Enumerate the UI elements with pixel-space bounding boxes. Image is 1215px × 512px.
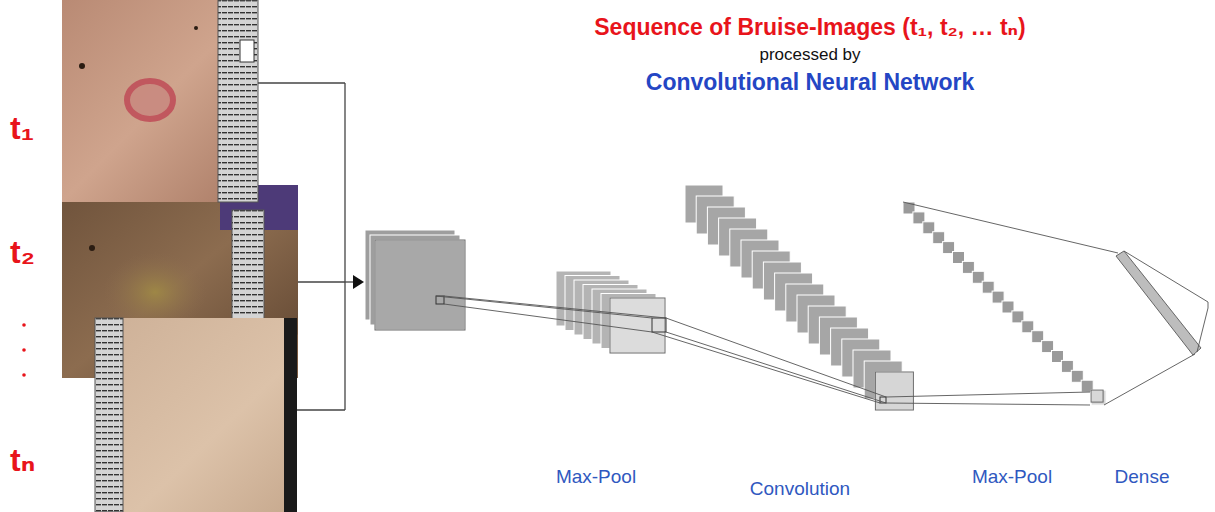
dense-layer	[1116, 251, 1201, 355]
feature-map-outline	[610, 298, 665, 353]
time-label: tₙ	[10, 442, 35, 479]
ellipsis-dot	[22, 323, 26, 327]
layer-label: Dense	[1115, 466, 1170, 488]
kernel-window	[652, 318, 666, 332]
kernel-window	[436, 296, 444, 304]
feature-map	[875, 372, 913, 410]
feature-map-outline	[375, 240, 465, 330]
subtitle: processed by	[759, 45, 860, 65]
layer-label: Max-Pool	[556, 466, 636, 488]
ellipsis-dot	[22, 373, 26, 377]
input-bracket	[258, 83, 354, 410]
layer-stack	[685, 185, 913, 410]
ellipsis-dot	[22, 348, 26, 352]
feature-map	[1091, 390, 1106, 405]
layer-label: Convolution	[750, 478, 850, 500]
bruise-photo	[95, 318, 297, 512]
layer-stack	[365, 230, 465, 330]
layer-stack	[903, 202, 1106, 405]
diagram-title: Sequence of Bruise-Images (t₁, t₂, … tₙ)	[594, 14, 1026, 40]
layer-label: Max-Pool	[972, 466, 1052, 488]
receptive-field-lines	[436, 202, 1208, 405]
layer-stack	[556, 271, 666, 353]
network-name: Convolutional Neural Network	[646, 69, 974, 95]
time-label: t₁	[10, 110, 34, 147]
feature-map	[610, 298, 665, 353]
bruise-photo	[62, 0, 258, 202]
time-label: t₂	[10, 234, 35, 271]
feature-map	[375, 240, 465, 330]
feature-map-outline	[1091, 390, 1103, 402]
feature-map-outline	[875, 372, 913, 410]
arrow-head	[353, 275, 364, 289]
